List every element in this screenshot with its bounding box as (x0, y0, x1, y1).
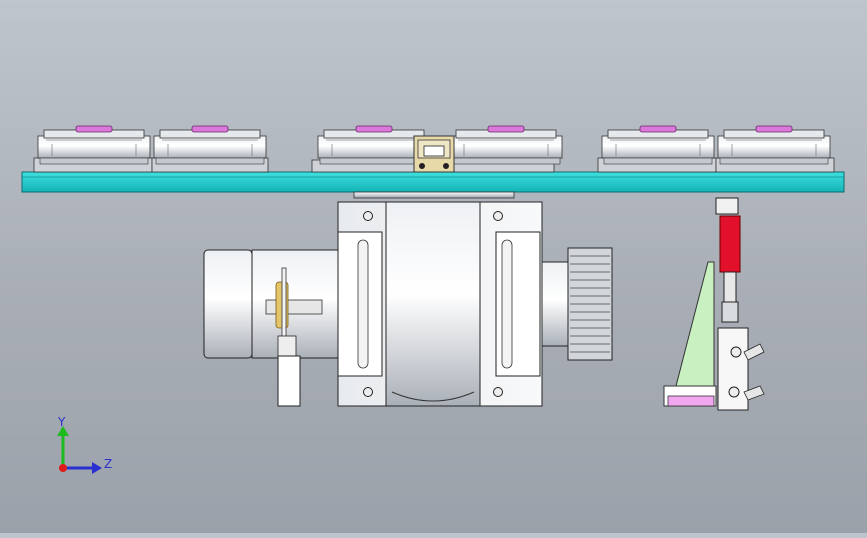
fan-unit-6[interactable] (715, 125, 835, 173)
fan-unit-2[interactable] (151, 125, 269, 173)
coordinate-triad: Y Z (57, 415, 112, 474)
mounting-plate[interactable] (21, 171, 845, 193)
motor[interactable] (203, 249, 339, 407)
fan-unit-1[interactable] (33, 125, 153, 173)
fan-unit-3[interactable] (311, 125, 431, 173)
linear-actuator[interactable] (715, 197, 749, 411)
gearbox-housing[interactable] (337, 191, 543, 407)
y-axis-label: Y (57, 415, 66, 429)
timing-pulley[interactable] (541, 247, 613, 361)
air-fittings[interactable] (728, 343, 765, 401)
z-axis-label: Z (104, 457, 112, 471)
fan-unit-5[interactable] (597, 125, 717, 173)
sensor-block[interactable] (413, 135, 455, 173)
fan-unit-4[interactable] (449, 125, 563, 173)
mount-bracket[interactable] (663, 261, 717, 407)
